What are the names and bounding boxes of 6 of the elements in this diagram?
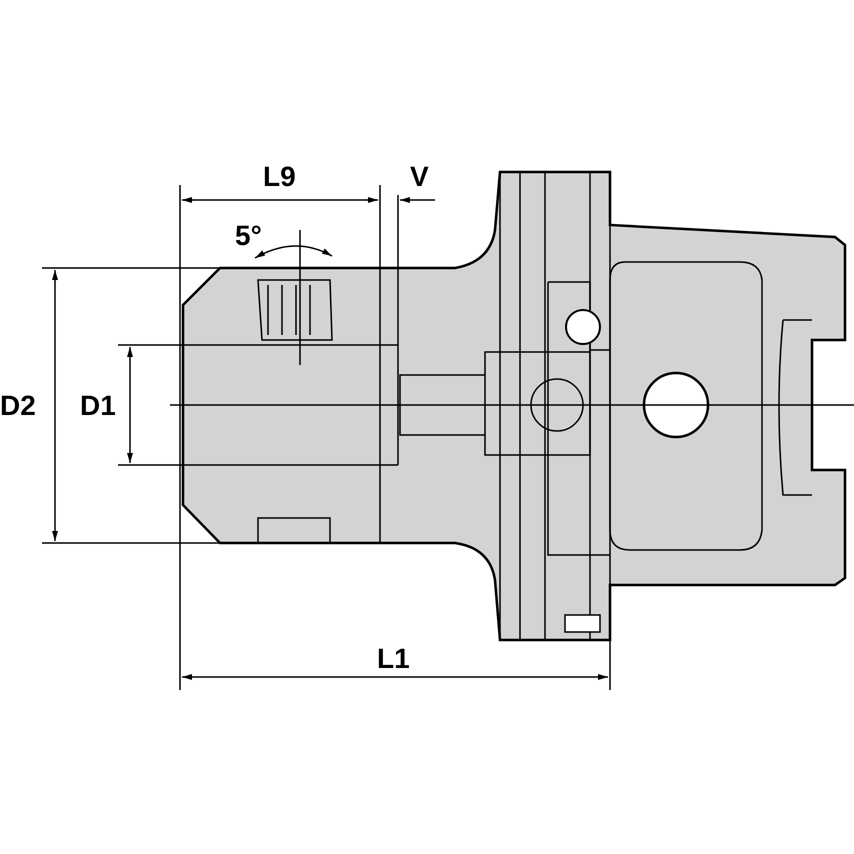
dimension-label: L9 [263, 163, 296, 191]
dimension-label: D2 [0, 392, 36, 420]
dimension-label: V [410, 163, 429, 191]
dimension-label: 5° [235, 222, 262, 250]
dimension-label: L1 [377, 645, 410, 673]
dimension-label: D1 [80, 392, 116, 420]
